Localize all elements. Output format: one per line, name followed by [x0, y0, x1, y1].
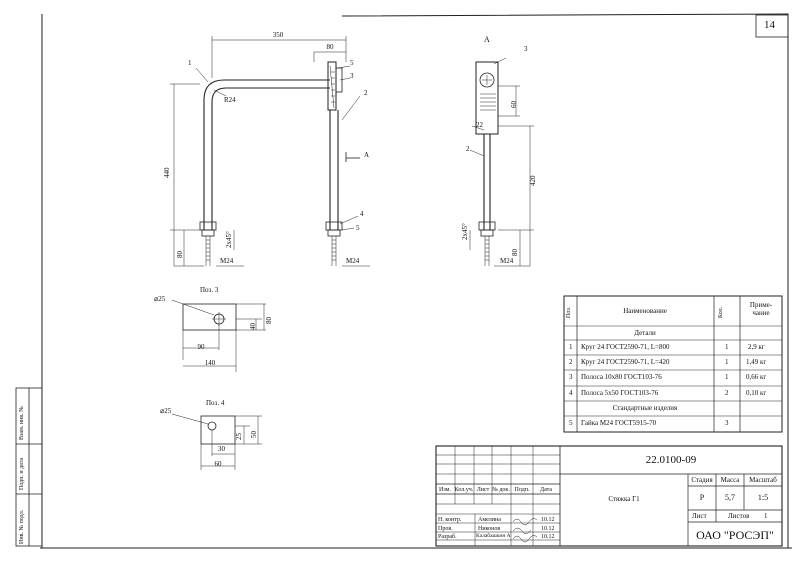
- poz3-dim-90: 90: [197, 343, 205, 351]
- poz3-title: Поз. 3: [200, 286, 219, 294]
- thread-label-main-left: М24: [220, 257, 234, 265]
- poz4-dim-30: 30: [218, 445, 225, 453]
- poz3-dim-80: 80: [265, 317, 273, 324]
- stamp-name-nkontr: Амелина: [478, 517, 501, 523]
- side-dim-80: 80: [511, 249, 519, 256]
- side-pos-3: 3: [524, 45, 528, 53]
- side-dim-420: 420: [529, 175, 537, 187]
- thread-label-main-right: М24: [346, 257, 360, 265]
- stamp-code: 22.0100-09: [645, 454, 697, 466]
- stamp-mass-value: 5,7: [725, 493, 735, 502]
- spec-section-details: Детали: [634, 329, 656, 337]
- spec-row-3-note: 0,66 кг: [746, 373, 767, 381]
- side-stamp-vzam: Взам. инв. №: [19, 406, 25, 440]
- poz3-dim-140: 140: [204, 359, 216, 367]
- stamp-name-razrab: Калабашкин А: [476, 533, 511, 539]
- stamp-scale-header: Масштаб: [749, 476, 777, 484]
- sheet-number: 14: [764, 19, 775, 31]
- side-stamp-inv: Инв. № подл.: [19, 509, 25, 544]
- poz3-hole: ⌀25: [154, 295, 166, 303]
- spec-row-3-name: Полоса 10х80 ГОСТ103-76: [581, 373, 662, 381]
- spec-row-3-pos: 3: [569, 373, 573, 381]
- spec-row-2-note: 1,49 кг: [746, 358, 767, 366]
- pos-label-3: 3: [350, 72, 354, 80]
- stamp-title: Стяжка Г1: [608, 495, 640, 503]
- poz4-dim-50: 50: [250, 431, 258, 438]
- spec-row-4-note: 0,10 кг: [746, 389, 767, 397]
- spec-header-qty: Кол.: [718, 306, 724, 318]
- stamp-col-data: Дата: [540, 487, 552, 493]
- pos-label-4: 4: [360, 210, 364, 218]
- radius-label: R24: [224, 96, 236, 104]
- spec-section-standard: Стандартные изделия: [612, 404, 678, 412]
- stamp-col-podp: Подп.: [514, 487, 530, 493]
- spec-row-1-pos: 1: [569, 343, 573, 351]
- dim-height-440: 440: [163, 167, 171, 179]
- spec-header-name: Наименование: [623, 307, 667, 315]
- spec-row-5-qty: 3: [725, 419, 729, 427]
- stamp-role-razrab: Разраб.: [438, 534, 457, 540]
- stamp-stage-header: Стадия: [691, 476, 713, 484]
- stamp-sheets-label: Листов: [728, 512, 750, 520]
- poz4-hole: ⌀25: [160, 407, 172, 415]
- spec-row-4-name: Полоса 5х50 ГОСТ103-76: [581, 389, 659, 397]
- poz4-dim-25: 25: [235, 433, 243, 440]
- pos-label-5a: 5: [350, 59, 354, 67]
- spec-row-5-name: Гайка М24 ГОСТ5915-70: [581, 419, 657, 427]
- spec-row-2-qty: 1: [725, 358, 729, 366]
- view-a-title: А: [484, 35, 490, 44]
- stamp-sheets-value: 1: [764, 512, 768, 520]
- pos-label-2: 2: [364, 89, 368, 97]
- spec-row-1-note: 2,9 кг: [748, 343, 765, 351]
- spec-header-note: Приме- чание: [749, 301, 773, 318]
- section-arrow-label: А: [364, 151, 370, 159]
- stamp-scale-value: 1:5: [757, 493, 769, 502]
- stamp-date-prov: 10.12: [541, 526, 555, 532]
- dim-end-80: 80: [176, 251, 184, 258]
- stamp-name-prov: Никонов: [478, 526, 501, 532]
- side-pos-2: 2: [466, 145, 470, 153]
- stamp-role-prov: Пров.: [438, 526, 453, 532]
- spec-row-5-pos: 5: [569, 419, 573, 427]
- stamp-col-kol: Кол.уч.: [454, 487, 474, 493]
- stamp-stage-value: Р: [699, 493, 705, 502]
- stamp-col-ndok: № док.: [492, 487, 510, 493]
- side-radius-22: 22: [476, 121, 483, 129]
- spec-row-1-name: Круг 24 ГОСТ2590-71, L=800: [581, 343, 670, 351]
- poz4-title: Поз. 4: [206, 399, 225, 407]
- dim-total-length: 350: [272, 31, 284, 39]
- dim-top: 80: [326, 43, 334, 51]
- chamfer-label: 2х45°: [225, 231, 233, 248]
- stamp-date-nkontr: 10.12: [541, 517, 555, 523]
- pos-label-1: 1: [188, 59, 192, 67]
- stamp-col-list: Лист: [476, 487, 490, 493]
- poz3-dim-40: 40: [249, 323, 257, 330]
- side-chamfer: 2х45°: [461, 223, 469, 240]
- side-dim-60: 60: [510, 101, 518, 108]
- stamp-col-izm: Изм.: [439, 487, 451, 493]
- stamp-date-razrab: 10.12: [541, 534, 555, 540]
- spec-row-2-name: Круг 24 ГОСТ2590-71, L=420: [581, 358, 670, 366]
- spec-header-pos: Поз.: [566, 306, 572, 318]
- side-thread: М24: [500, 257, 514, 265]
- spec-row-4-qty: 2: [725, 389, 729, 397]
- stamp-mass-header: Масса: [720, 476, 740, 484]
- stamp-role-nkontr: Н. контр.: [438, 517, 462, 523]
- spec-row-1-qty: 1: [725, 343, 729, 351]
- spec-row-3-qty: 1: [725, 373, 729, 381]
- pos-label-5b: 5: [356, 224, 360, 232]
- stamp-organization: ОАО "РОСЭП": [696, 528, 774, 542]
- side-stamp-podp: Подп. и дата: [19, 457, 25, 490]
- spec-row-4-pos: 4: [569, 389, 573, 397]
- stamp-sheet-label: Лист: [692, 512, 707, 520]
- poz4-dim-60: 60: [214, 460, 222, 468]
- spec-row-2-pos: 2: [569, 358, 573, 366]
